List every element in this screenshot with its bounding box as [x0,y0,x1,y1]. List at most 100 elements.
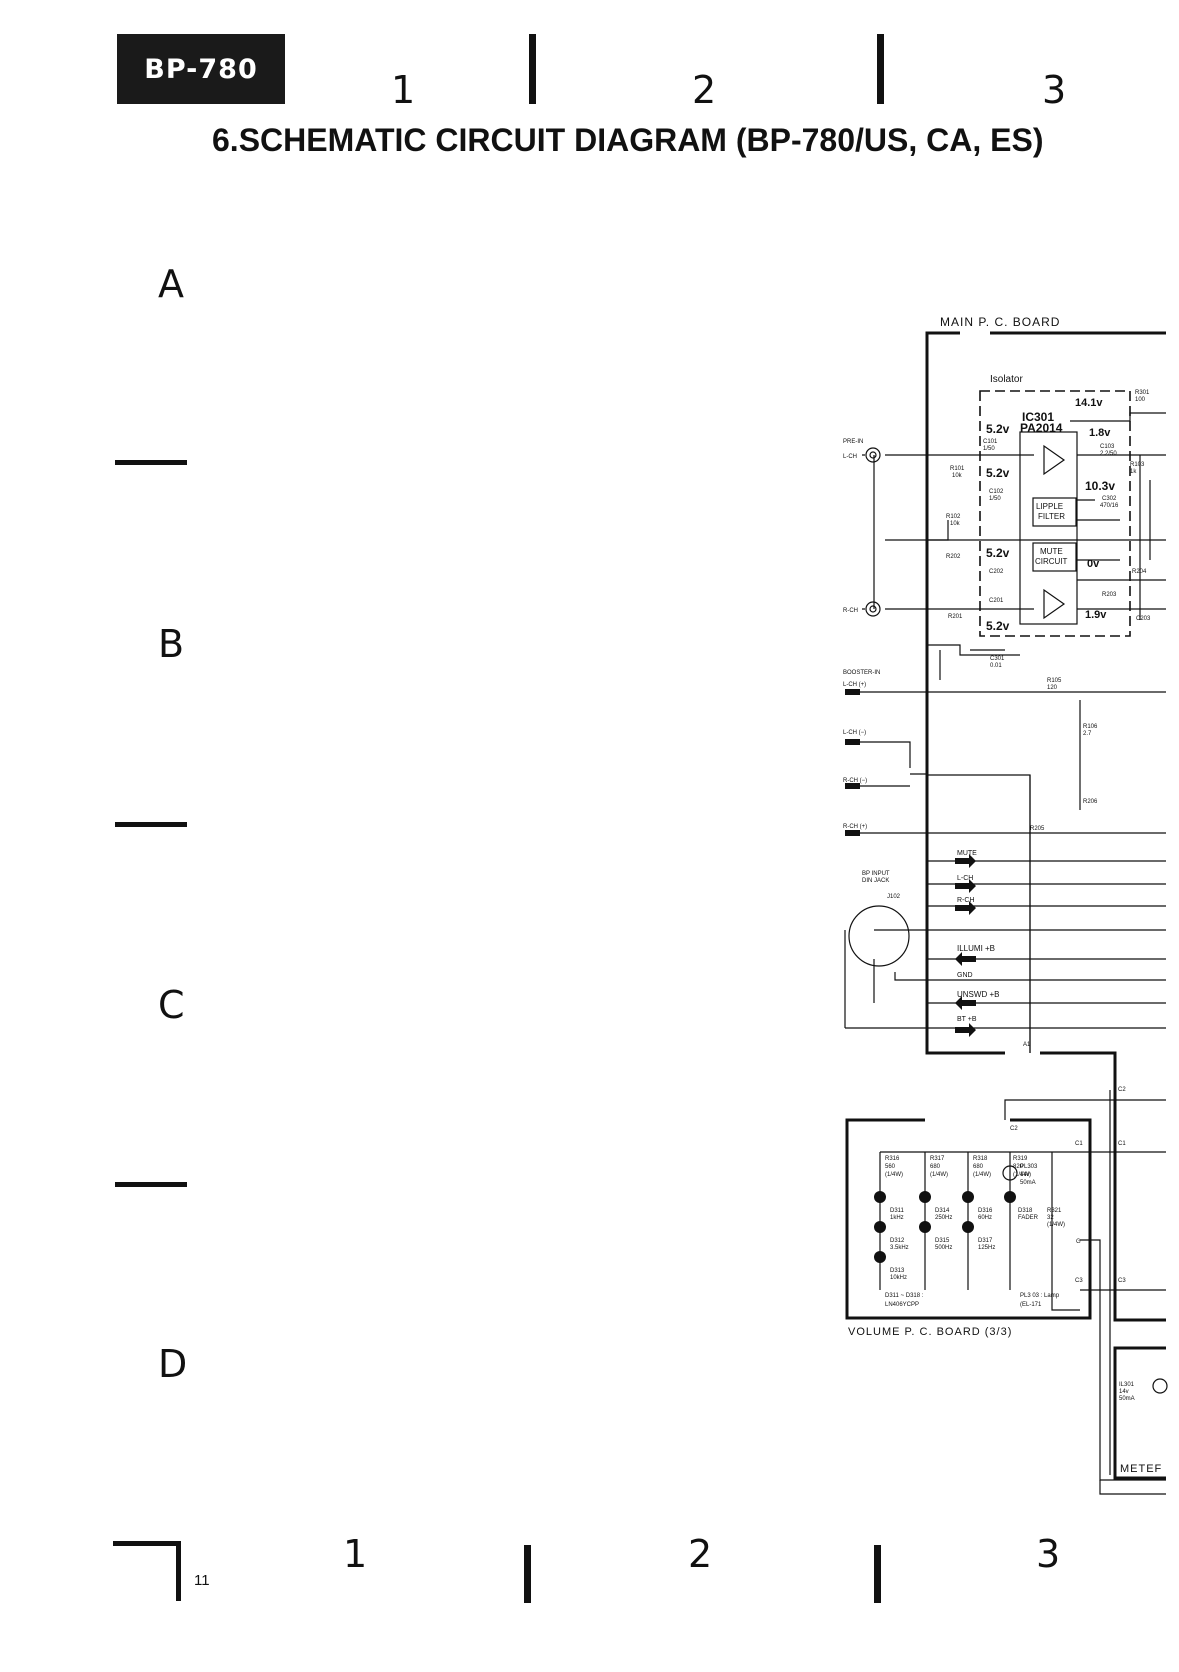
node-a1: A1 [1023,1042,1031,1048]
r316-val: 560 [885,1164,896,1170]
d317-f: 125Hz [978,1245,995,1251]
il301-i: 50mA [1119,1396,1135,1402]
voltage-8: 0v [1087,558,1100,570]
voltage-3: 5.2v [986,546,1010,560]
main-board-label: MAIN P. C. BOARD [940,315,1060,329]
booster-l-ch-plus: L-CH (+) [843,682,866,688]
row-divider-2 [115,822,187,827]
r317-val: 680 [930,1164,941,1170]
r202-ref: R202 [946,554,961,560]
d316-ref: D316 [978,1208,993,1214]
booster-r-ch-plus: R-CH (+) [843,824,867,830]
din-signal-unswd: UNSWD +B [957,990,999,999]
c103-ref: C103 [1100,444,1115,450]
column-divider-top-2 [877,34,884,104]
booster-in-label: BOOSTER-IN [843,670,880,676]
booster-l-ch-minus: L-CH (−) [843,730,866,736]
voltage-1: 5.2v [986,422,1010,436]
page-title: 6.SCHEMATIC CIRCUIT DIAGRAM (BP-780/US, … [212,122,1044,158]
d318-ref: D318 [1018,1208,1033,1214]
r319-w: (1/4W) [1013,1172,1031,1178]
row-label-d: D [158,1342,188,1386]
d312-f: 3.5kHz [890,1245,909,1251]
pl303-ref: PL303 [1020,1164,1038,1170]
ic-ref: IC301 [1022,410,1054,424]
din-signal-mute: MUTE [957,850,977,857]
c202-ref: C202 [989,569,1004,575]
meter-board-label: METEF [1120,1463,1162,1475]
din-label-2: DIN JACK [862,878,889,884]
din-label-1: BP INPUT [862,871,890,877]
row-divider-1 [115,460,187,465]
volume-note-3: PL3 03 : Lamp [1020,1293,1060,1299]
c101-ref: C101 [983,439,998,445]
d311-ref: D311 [890,1208,905,1214]
c203-ref: C203 [1136,616,1151,622]
ripple-label-1: LIPPLE [1036,502,1063,511]
d314-ref: D314 [935,1208,950,1214]
din-signal-r-ch: R-CH [957,897,975,904]
voltage-7: 10.3v [1085,479,1115,493]
r102-val: 10k [950,521,961,527]
din-signal-illumi: ILLUMI +B [957,944,995,953]
column-label-1-bottom: 1 [343,1532,368,1576]
c301-ref: C301 [990,656,1005,662]
r317-ref: R317 [930,1156,945,1162]
pre-in-r-ch: R-CH [843,608,858,614]
il301-ref: IL301 [1119,1382,1135,1388]
node-g: G [1076,1239,1081,1245]
corner-mark-vertical [176,1541,181,1601]
r201-ref: R201 [948,614,963,620]
r103-val: 1k [1130,469,1137,475]
node-c3-volume: C3 [1075,1278,1083,1284]
din-signal-gnd: GND [957,972,973,979]
r105-ref: R105 [1047,678,1062,684]
row-label-b: B [158,622,185,666]
mute-label-1: MUTE [1040,547,1063,556]
r321-ref: R321 [1047,1208,1062,1214]
r206-ref: R206 [1083,799,1098,805]
r319-val: 820 [1013,1164,1024,1170]
din-signal-bt: BT +B [957,1016,977,1023]
volume-note-2: LN406YCPP [885,1302,919,1308]
c102-val: 1/50 [989,496,1001,502]
r318-ref: R318 [973,1156,988,1162]
r318-val: 680 [973,1164,984,1170]
voltage-4: 5.2v [986,619,1010,633]
row-label-c: C [158,983,185,1027]
r316-w: (1/4W) [885,1172,903,1178]
booster-r-ch-minus: R-CH (−) [843,778,867,784]
r301-val: 100 [1135,397,1146,403]
volume-note-4: (EL-171 [1020,1302,1042,1308]
c301-val: 0.01 [990,663,1002,669]
column-label-2-top: 2 [692,68,717,112]
din-ref: J102 [887,894,901,900]
d315-ref: D315 [935,1238,950,1244]
pre-in-l-ch: L-CH [843,454,857,460]
pl303-v: 14v [1020,1172,1030,1178]
d312-ref: D312 [890,1238,905,1244]
column-label-3-bottom: 3 [1036,1532,1061,1576]
d316-f: 60Hz [978,1215,992,1221]
r316-ref: R316 [885,1156,900,1162]
c102-ref: C102 [989,489,1004,495]
volume-note-1: D311 ~ D318 : [885,1293,924,1299]
node-c2-volume: C2 [1010,1126,1018,1132]
column-label-3-top: 3 [1042,68,1067,112]
column-divider-bottom-1 [524,1545,531,1603]
r318-w: (1/4W) [973,1172,991,1178]
d313-f: 10kHz [890,1275,907,1281]
node-c1-volume: C1 [1075,1141,1083,1147]
r106-ref: R106 [1083,724,1098,730]
node-c2-main: C2 [1118,1087,1126,1093]
r301-ref: R301 [1135,390,1150,396]
d314-f: 250Hz [935,1215,952,1221]
il301-v: 14v [1119,1389,1129,1395]
voltage-5: 14.1v [1075,397,1103,409]
page-number: 11 [194,1572,210,1589]
r317-w: (1/4W) [930,1172,948,1178]
r102-ref: R102 [946,514,961,520]
ripple-label-2: FILTER [1038,512,1065,521]
d313-ref: D313 [890,1268,905,1274]
